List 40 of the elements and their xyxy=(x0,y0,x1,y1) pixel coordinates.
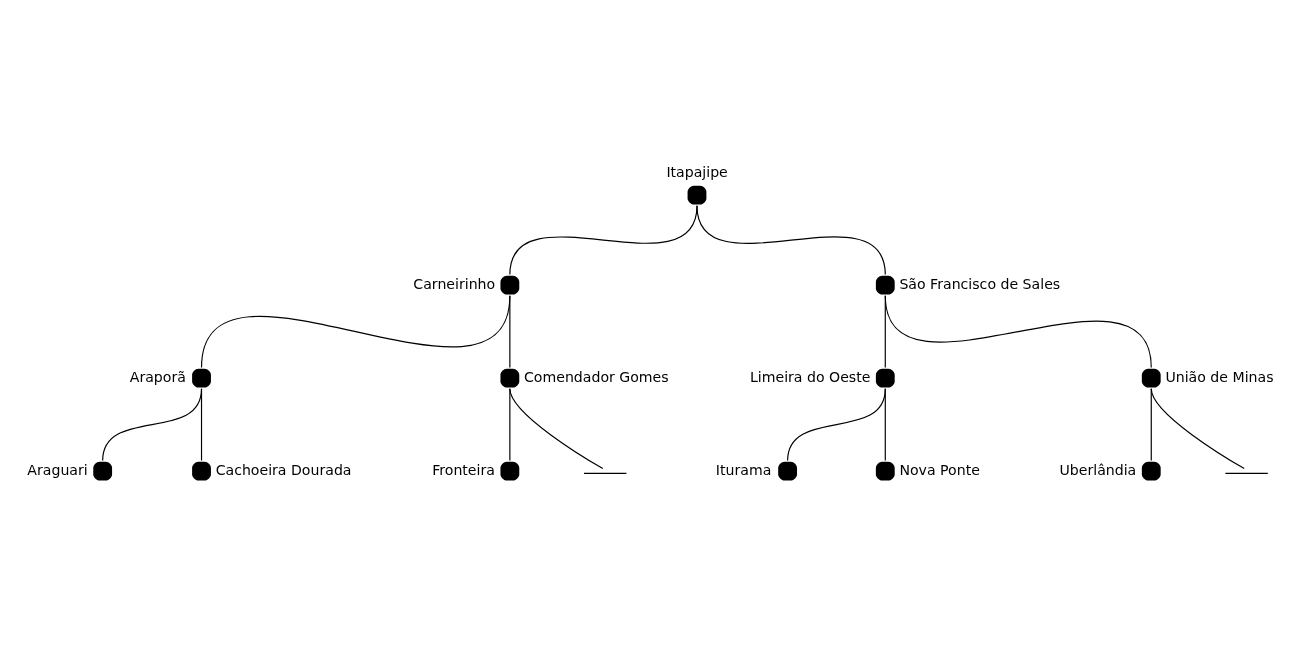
node-circle xyxy=(192,461,211,481)
node-circle xyxy=(500,368,520,388)
node-label: Araporã xyxy=(129,368,186,385)
node-circle xyxy=(875,368,895,388)
connector xyxy=(509,388,604,470)
connector xyxy=(509,388,511,462)
node-circle xyxy=(1141,461,1161,481)
node-label: Iturama xyxy=(715,461,772,478)
node-label: Uberlândia xyxy=(1059,461,1137,478)
node-bar xyxy=(1224,472,1269,475)
node-label: Nova Ponte xyxy=(899,461,980,478)
connector xyxy=(787,388,886,462)
node-circle xyxy=(875,461,895,481)
node-label: União de Minas xyxy=(1165,368,1274,385)
node-circle xyxy=(687,185,707,205)
node-label: Araguari xyxy=(27,461,88,478)
node-circle xyxy=(500,275,520,295)
connector xyxy=(884,295,1152,369)
connector xyxy=(200,295,511,369)
node-label: Itapajipe xyxy=(666,164,728,181)
node-label: Cachoeira Dourada xyxy=(215,461,352,478)
node-label: Carneirinho xyxy=(413,275,496,292)
connector xyxy=(696,205,886,276)
node-label: Limeira do Oeste xyxy=(749,368,871,385)
node-circle xyxy=(778,461,797,481)
node-circle xyxy=(93,461,113,481)
connector xyxy=(200,388,203,462)
node-circle xyxy=(500,461,520,481)
node-circle xyxy=(1141,368,1161,388)
connector xyxy=(1150,388,1245,470)
connector xyxy=(509,205,698,276)
node-circle xyxy=(875,275,895,295)
node-label: Comendador Gomes xyxy=(523,368,669,385)
node-bar xyxy=(583,472,627,475)
node-label: Fronteira xyxy=(432,461,495,478)
connector xyxy=(102,388,203,462)
connector xyxy=(509,295,511,369)
node-label: São Francisco de Sales xyxy=(899,275,1061,292)
connector xyxy=(884,388,886,462)
node-circle xyxy=(192,368,211,388)
